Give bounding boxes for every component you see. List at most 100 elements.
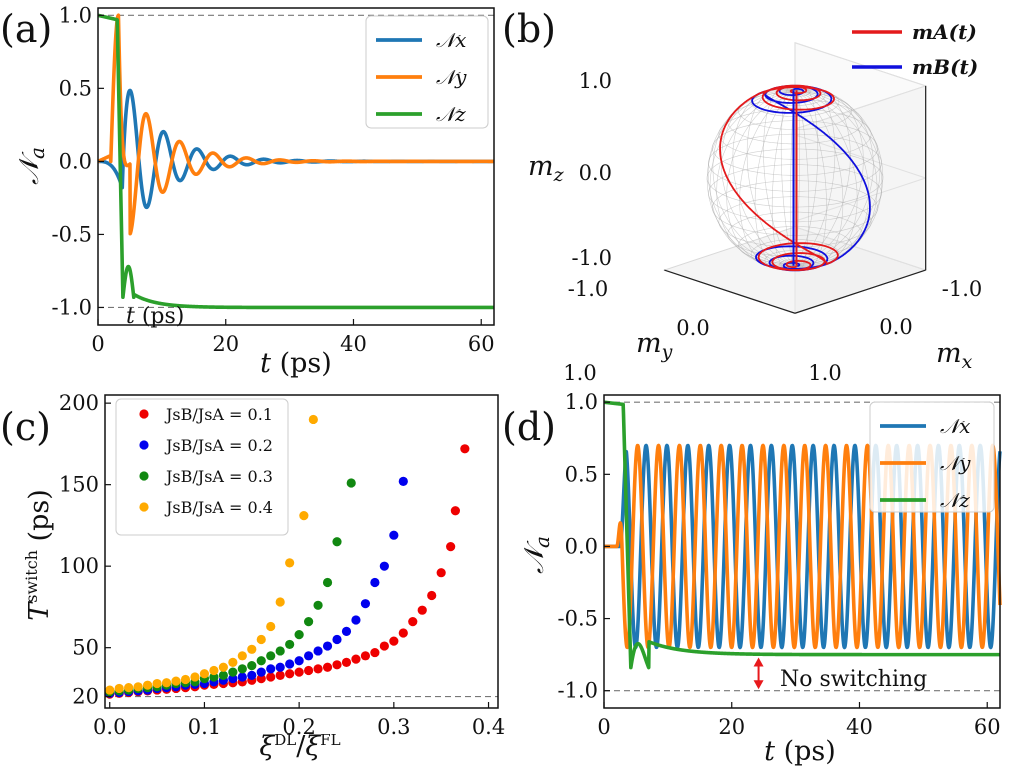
- pane-grid: [794, 42, 926, 87]
- x-tick-label: 20: [718, 715, 745, 739]
- data-point: [266, 651, 276, 661]
- data-point: [294, 656, 304, 666]
- legend-entry: 𝒩x: [940, 414, 970, 438]
- series-line-Nz: [96, 13, 496, 310]
- data-point: [228, 657, 238, 667]
- y-tick-label: 0.0: [676, 316, 709, 340]
- data-point: [161, 678, 172, 688]
- z-tick-label: 0.0: [579, 161, 612, 185]
- data-point: [190, 672, 200, 682]
- y-tick-label: 1.0: [563, 361, 596, 385]
- data-point: [275, 597, 285, 607]
- data-point: [275, 646, 285, 656]
- panel-b-trajectories: [719, 84, 871, 272]
- panel-b-legend: mA(t) mB(t): [852, 20, 978, 79]
- data-point: [266, 672, 276, 682]
- z-tick-label: 1.0: [579, 69, 612, 93]
- arrow-head-down: [753, 680, 764, 690]
- y-tick-label: -0.5: [558, 607, 599, 631]
- data-point: [275, 662, 285, 672]
- data-point: [360, 599, 371, 609]
- legend-entry: mB(t): [912, 55, 978, 79]
- panel-b-ylabel: my: [636, 328, 673, 363]
- x-tick-label: 20: [212, 332, 239, 356]
- data-point: [256, 667, 266, 677]
- legend-marker: [139, 502, 149, 512]
- panel-d-label: (d): [502, 405, 556, 449]
- data-point: [247, 644, 257, 654]
- data-point: [351, 615, 361, 625]
- data-point: [346, 478, 356, 488]
- data-point: [299, 511, 309, 521]
- legend-entry: 𝒩x: [436, 28, 466, 52]
- x-tick-label: 0.0: [93, 715, 126, 739]
- data-point: [322, 577, 333, 588]
- arrow-head-up: [753, 657, 764, 667]
- data-point: [460, 444, 470, 454]
- sphere-longitude: [709, 90, 796, 267]
- data-point: [237, 651, 247, 661]
- data-point: [427, 590, 437, 601]
- y-tick-label: 150: [59, 473, 99, 497]
- x-tick-label: -1.0: [942, 277, 983, 301]
- data-point: [313, 664, 323, 674]
- data-point: [313, 600, 323, 610]
- data-point: [285, 669, 295, 679]
- data-point: [360, 651, 371, 661]
- panel-b-ticks: 1.00.0-1.0-1.00.01.0-1.00.01.0: [563, 69, 982, 385]
- data-point: [105, 685, 115, 695]
- data-point: [398, 476, 408, 487]
- data-point: [285, 639, 295, 650]
- data-point: [294, 667, 304, 677]
- data-point: [379, 561, 389, 571]
- data-point: [304, 665, 314, 676]
- data-point: [228, 674, 238, 684]
- data-point: [256, 656, 266, 666]
- axis-line: [664, 269, 796, 314]
- x-tick-label: 60: [974, 715, 1001, 739]
- y-tick-label: 200: [59, 391, 99, 415]
- x-tick-label: 60: [468, 332, 495, 356]
- data-point: [370, 577, 380, 588]
- x-tick-label: 1.0: [808, 361, 841, 385]
- y-tick-label: 0.0: [565, 534, 598, 558]
- legend-entry: JsB/JsA = 0.3: [164, 467, 273, 486]
- panel-b-xlabel: mx: [936, 338, 973, 373]
- legend-entry: mA(t): [912, 20, 977, 44]
- data-point: [275, 670, 285, 680]
- y-tick-label: 1.0: [59, 3, 92, 27]
- data-point: [237, 672, 247, 682]
- pane-grid: [794, 177, 926, 222]
- sphere-longitude: [794, 89, 874, 266]
- series-line-Nz: [602, 400, 1002, 670]
- data-point: [247, 661, 257, 671]
- data-point: [341, 626, 352, 636]
- y-tick-label: 0.5: [565, 462, 598, 486]
- data-point: [341, 657, 352, 667]
- data-point: [332, 537, 342, 547]
- data-point: [285, 558, 295, 568]
- panel-d-arrow: [753, 657, 764, 690]
- data-point: [247, 670, 257, 680]
- panel-b-3d-box: [662, 42, 928, 314]
- data-point: [209, 665, 219, 676]
- panel-a-xlabel: t (ps): [260, 348, 332, 379]
- panel-c-label: (c): [0, 405, 51, 449]
- x-tick-label: 40: [340, 332, 367, 356]
- data-point: [209, 672, 219, 682]
- panel-a-ylabel: 𝒩a: [14, 147, 49, 185]
- legend-entry: 𝒩z: [436, 102, 466, 126]
- panel-b-label: (b): [502, 7, 556, 51]
- panel-d-frame: [603, 394, 1001, 709]
- data-point: [436, 568, 446, 578]
- panel-b-zlabel: mz: [528, 151, 565, 186]
- panel-d-xlabel: t (ps): [764, 736, 836, 767]
- data-point: [266, 621, 276, 632]
- axis-line: [794, 269, 926, 314]
- panel-d-ylabel: 𝒩a: [519, 536, 554, 574]
